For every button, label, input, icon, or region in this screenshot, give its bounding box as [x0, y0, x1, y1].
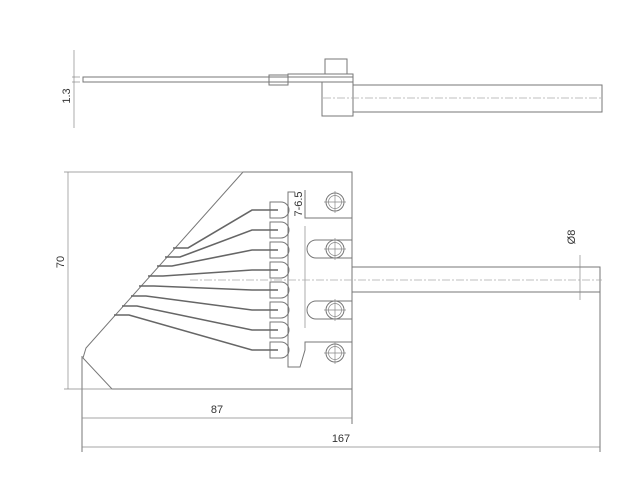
- fiber-wire: [114, 314, 278, 351]
- tube-side: [352, 84, 603, 113]
- fiber-wire: [122, 305, 278, 331]
- fiber-connector: [269, 261, 290, 279]
- front-view: [81, 171, 602, 452]
- fiber-wire: [131, 295, 278, 311]
- total-length-label: 167: [332, 433, 350, 445]
- notch-top: [304, 190, 352, 219]
- block-top: [287, 73, 354, 83]
- plate-width-label: 87: [211, 404, 223, 416]
- block: [321, 81, 354, 117]
- fiber-wire: [139, 285, 278, 291]
- fiber-connector: [269, 341, 290, 359]
- notch-bottom: [287, 191, 352, 368]
- side-view: 1.3: [61, 50, 603, 128]
- pitch-label: 7-6.5: [293, 191, 305, 216]
- fiber-connector: [269, 281, 290, 299]
- fiber-connector: [269, 221, 290, 239]
- slot: [306, 300, 352, 320]
- diameter-label: Ø8: [566, 230, 578, 245]
- fiber-connector: [269, 321, 290, 339]
- plate: [82, 171, 353, 390]
- fiber-wire: [165, 229, 278, 258]
- slot: [306, 239, 352, 259]
- fiber-connector: [269, 301, 290, 319]
- height-label: 70: [55, 256, 67, 268]
- fiber-connector: [269, 201, 290, 219]
- tab: [324, 58, 348, 75]
- thickness-label: 1.3: [61, 88, 73, 103]
- dimensions: 70 87 167 Ø8 7-6.5: [55, 171, 600, 448]
- plate-side: [82, 76, 354, 83]
- fiber-wire: [173, 209, 278, 249]
- fiber-wire: [157, 249, 278, 267]
- fiber-wire: [148, 269, 278, 277]
- tube: [351, 266, 601, 293]
- fiber-connector: [269, 241, 290, 259]
